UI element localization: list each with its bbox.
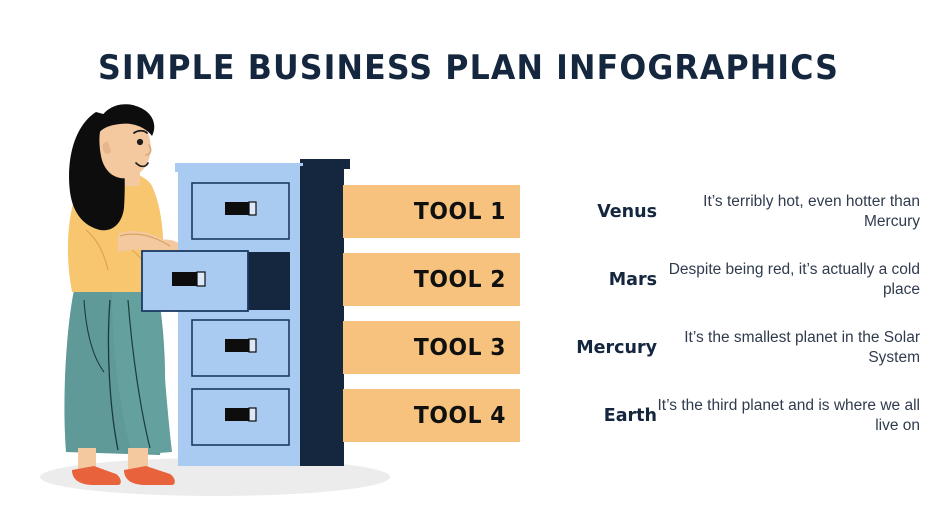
drawer-2-handle-tip xyxy=(196,271,206,287)
shoe-front xyxy=(124,466,175,485)
drawer-3 xyxy=(191,319,290,377)
page-title: SIMPLE BUSINESS PLAN INFOGRAPHICS xyxy=(97,48,839,88)
tool-bar-4-label: TOOL 4 xyxy=(413,402,506,429)
drawer-1-handle xyxy=(225,202,251,215)
illustration-woman-filing-cabinet xyxy=(0,0,460,527)
planet-row-mars: Mars Despite being red, it’s actually a … xyxy=(545,253,920,306)
tool-bar-1[interactable]: TOOL 1 xyxy=(343,185,520,238)
planet-desc-mars: Despite being red, it’s actually a cold … xyxy=(668,260,920,298)
planet-row-mercury: Mercury It’s the smallest planet in the … xyxy=(545,321,920,374)
tool-bar-2-label: TOOL 2 xyxy=(413,266,506,293)
tool-bar-4[interactable]: TOOL 4 xyxy=(343,389,520,442)
tool-bar-3[interactable]: TOOL 3 xyxy=(343,321,520,374)
ankle-front xyxy=(128,448,148,470)
filing-cabinet xyxy=(141,159,350,466)
planet-desc-mercury: It’s the smallest planet in the Solar Sy… xyxy=(684,328,920,366)
drawer-1 xyxy=(191,182,290,240)
planet-name-earth: Earth xyxy=(603,405,657,426)
floor-shadow-ellipse xyxy=(40,458,390,496)
hair-top xyxy=(98,104,155,136)
drawer-4 xyxy=(191,388,290,446)
drawer-cavity xyxy=(245,252,290,310)
cabinet-side-panel xyxy=(300,166,344,466)
tool-bar-1-label: TOOL 1 xyxy=(413,198,506,225)
top-fold-line-1 xyxy=(85,229,109,271)
pants-fold-line-1 xyxy=(107,299,119,451)
planet-name-mars: Mars xyxy=(608,269,657,290)
ear-shape xyxy=(102,141,111,154)
planet-name-mercury: Mercury xyxy=(576,337,657,358)
ankle-back xyxy=(78,448,96,470)
nose-shape xyxy=(145,144,152,156)
tool-bar-3-label: TOOL 3 xyxy=(413,334,506,361)
pants-fold-line-2 xyxy=(127,299,151,449)
tool-bar-2[interactable]: TOOL 2 xyxy=(343,253,520,306)
shoe-back xyxy=(72,466,121,485)
eye-shape xyxy=(136,138,144,146)
cabinet-body-top-cap xyxy=(175,163,303,172)
drawer-2-open xyxy=(141,250,249,312)
planet-row-earth: Earth It’s the third planet and is where… xyxy=(545,389,920,442)
planet-name-venus: Venus xyxy=(597,201,657,222)
pants-shape-front xyxy=(112,292,172,455)
drawer-2-handle xyxy=(172,272,199,286)
mouth-shape xyxy=(135,162,149,168)
drawer-1-handle-tip xyxy=(248,201,257,216)
eyebrow-shape xyxy=(133,129,148,134)
planet-desc-earth: It’s the third planet and is where we al… xyxy=(657,396,920,434)
planet-row-venus: Venus It’s terribly hot, even hotter tha… xyxy=(545,185,920,238)
cabinet-top-cap xyxy=(300,159,350,169)
drawer-4-handle-tip xyxy=(248,407,257,422)
planet-desc-venus: It’s terribly hot, even hotter than Merc… xyxy=(703,192,920,230)
drawer-3-handle xyxy=(225,339,251,352)
drawer-4-handle xyxy=(225,408,251,421)
drawer-3-handle-tip xyxy=(248,338,257,353)
pants-fold-line-3 xyxy=(83,299,105,373)
arm-outline xyxy=(119,233,171,247)
